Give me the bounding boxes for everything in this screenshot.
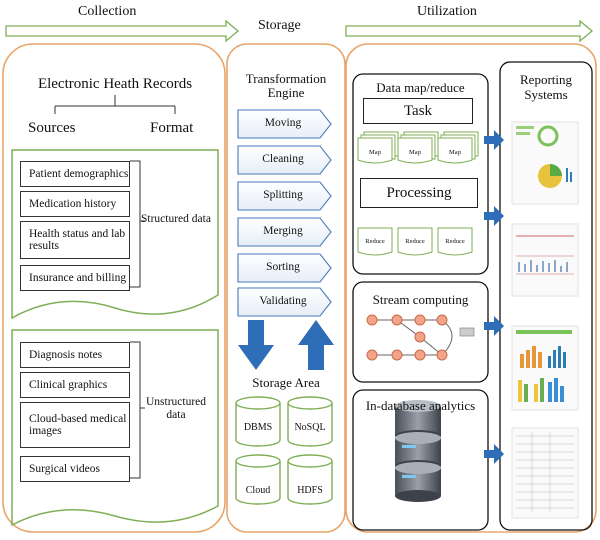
task-box: Task (363, 98, 473, 124)
stream-graph-edges (372, 319, 453, 356)
step-moving-shape (237, 109, 332, 139)
structured-item: Patient demographics (20, 161, 130, 187)
reporting-panel (499, 61, 593, 531)
sources-label: Sources (28, 120, 76, 136)
arrow-to-reporting-2 (484, 206, 504, 226)
step-merging: Merging (263, 225, 303, 237)
reporting-arrows (484, 130, 504, 464)
utilization-phase-arrow (345, 19, 594, 43)
unstructured-item: Diagnosis notes (20, 342, 130, 368)
step-moving: Moving (264, 117, 302, 129)
storage-cylinders (235, 396, 333, 505)
mapreduce-panel (352, 73, 489, 275)
step-sorting-shape (237, 253, 332, 283)
step-merging-shape (237, 217, 332, 247)
reporting-systems-title: Reporting Systems (520, 72, 572, 102)
map-label: Map (449, 149, 461, 156)
database-stack-icon (395, 400, 441, 502)
map-label: Map (409, 149, 421, 156)
nosql-label: NoSQL (294, 422, 326, 433)
cloud-cylinder (235, 461, 281, 505)
stream-sink-icon (459, 327, 475, 337)
ehr-title: Electronic Heath Records (37, 76, 193, 92)
unstructured-item: Clinical graphics (20, 372, 130, 398)
dbms-label: DBMS (243, 422, 273, 433)
utilization-phase-label: Utilization (417, 4, 477, 19)
report-thumbnail-1 (511, 121, 579, 205)
map-label: Map (369, 149, 381, 156)
indb-panel (352, 389, 489, 531)
hdfs-label: HDFS (297, 485, 323, 496)
step-splitting: Splitting (263, 189, 303, 201)
unstructured-item: Cloud-based medical images (20, 402, 130, 448)
structured-item: Health status and lab results (20, 221, 130, 259)
unstructured-bracket (130, 341, 145, 479)
step-cleaning-shape (237, 145, 332, 175)
report-thumbnail-2 (511, 223, 579, 297)
arrow-to-reporting-3 (484, 316, 504, 336)
reduce-documents (357, 227, 473, 256)
transformation-engine-title: Transformation Engine (245, 71, 327, 100)
mapreduce-title: Data map/reduce (376, 80, 465, 95)
hdfs-cylinder (287, 461, 333, 505)
stream-panel (352, 281, 489, 383)
reduce-label: Reduce (445, 238, 465, 245)
unstructured-item: Surgical videos (20, 456, 130, 482)
ehr-connector (54, 95, 176, 114)
step-validating-shape (237, 287, 332, 317)
arrow-to-reporting-1 (484, 130, 504, 150)
structured-item: Medication history (20, 191, 130, 217)
cloud-label: Cloud (245, 485, 271, 496)
structured-item: Insurance and billing (20, 265, 130, 291)
utilization-panel (345, 43, 597, 533)
map-documents (357, 131, 479, 164)
step-cleaning: Cleaning (262, 153, 304, 165)
processing-box: Processing (360, 178, 478, 208)
report-thumbnail-4 (511, 427, 579, 519)
collection-phase-label: Collection (78, 4, 137, 19)
format-label: Format (150, 120, 194, 136)
structured-bracket (130, 160, 145, 288)
up-arrow (298, 320, 334, 370)
reduce-label: Reduce (365, 238, 385, 245)
reduce-label: Reduce (405, 238, 425, 245)
step-splitting-shape (237, 181, 332, 211)
stream-computing-title: Stream computing (372, 292, 469, 307)
unstructured-data-frame (11, 329, 219, 527)
collection-panel (2, 43, 226, 533)
dbms-cylinder (235, 403, 281, 447)
down-arrow (238, 320, 274, 370)
storage-phase-label: Storage (258, 18, 301, 33)
structured-data-frame (11, 149, 219, 320)
nosql-cylinder (287, 403, 333, 447)
unstructured-data-label: Unstructured data (145, 396, 207, 421)
in-database-analytics-title: In-database analytics (365, 398, 476, 413)
storage-panel (226, 43, 346, 533)
step-sorting: Sorting (266, 261, 300, 273)
storage-area-title: Storage Area (252, 375, 320, 390)
stream-graph-nodes (366, 314, 448, 361)
collection-phase-arrow (5, 19, 240, 43)
arrow-to-reporting-4 (484, 444, 504, 464)
report-thumbnail-3 (511, 325, 579, 411)
structured-data-label: Structured data (141, 213, 211, 225)
step-validating: Validating (259, 295, 307, 307)
